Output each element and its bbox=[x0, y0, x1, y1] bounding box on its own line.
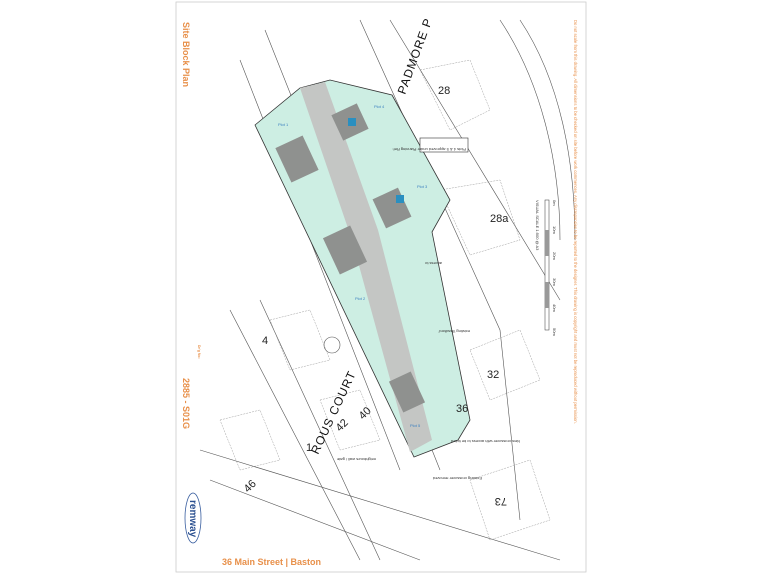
annotation-existing-crossover: Existing crossover removed bbox=[433, 476, 482, 481]
plot-label: Plot 3 bbox=[417, 184, 428, 189]
scale-tick: 30m bbox=[552, 278, 557, 286]
access-road bbox=[300, 82, 432, 452]
scale-label: VISUAL SCALE 1:500 @ A3 bbox=[535, 200, 540, 251]
scale-tick: 50m bbox=[552, 328, 557, 336]
sheet-title: Site Block Plan bbox=[181, 22, 191, 87]
site-address: 36 Main Street | Baston bbox=[222, 557, 321, 567]
plot-label: Plot 4 bbox=[374, 104, 385, 109]
scale-tick: 10m bbox=[552, 226, 557, 234]
svg-text:remway: remway bbox=[187, 500, 198, 538]
house-number: 1 bbox=[306, 442, 312, 454]
house-number: 28 bbox=[438, 85, 450, 97]
annotation-plots-approved: Plots 4 & 5 approved under Planning Ref: bbox=[392, 147, 466, 152]
annotations: Plots 4 & 5 approved under Planning Ref:… bbox=[336, 137, 520, 481]
house-number: 32 bbox=[487, 369, 499, 381]
houses bbox=[275, 103, 426, 413]
drawing-number: 2885 - S01G bbox=[181, 378, 191, 429]
house-number: 28a bbox=[490, 213, 509, 225]
notes-text: Do not scale from this drawing. All dime… bbox=[573, 20, 578, 424]
annotation-bradford: existing 'Bradford' bbox=[438, 329, 470, 334]
house-number: 4 bbox=[262, 335, 268, 347]
house-number: 73 bbox=[495, 495, 507, 507]
plot-label: Plot 2 bbox=[355, 296, 366, 301]
scale-tick: 40m bbox=[552, 304, 557, 312]
house-number: 36 bbox=[456, 403, 468, 415]
scale-tick: 0m bbox=[552, 200, 557, 206]
annotation-neighbours: neighbours wall / gate bbox=[336, 457, 376, 462]
remway-logo: remway bbox=[184, 492, 202, 544]
drawing-no-label: Dr'g No: bbox=[197, 345, 201, 359]
annotation-new-crossover: New crossover with access to be tidied bbox=[451, 439, 520, 444]
plot-label: Plot 5 bbox=[410, 423, 421, 428]
plot-label: Plot 1 bbox=[278, 122, 289, 127]
scale-tick: 20m bbox=[552, 252, 557, 260]
scale-bar: VISUAL SCALE 1:500 @ A3 0m 10m 20m 30m 4… bbox=[535, 199, 557, 336]
annotation-access: access to bbox=[424, 261, 442, 266]
